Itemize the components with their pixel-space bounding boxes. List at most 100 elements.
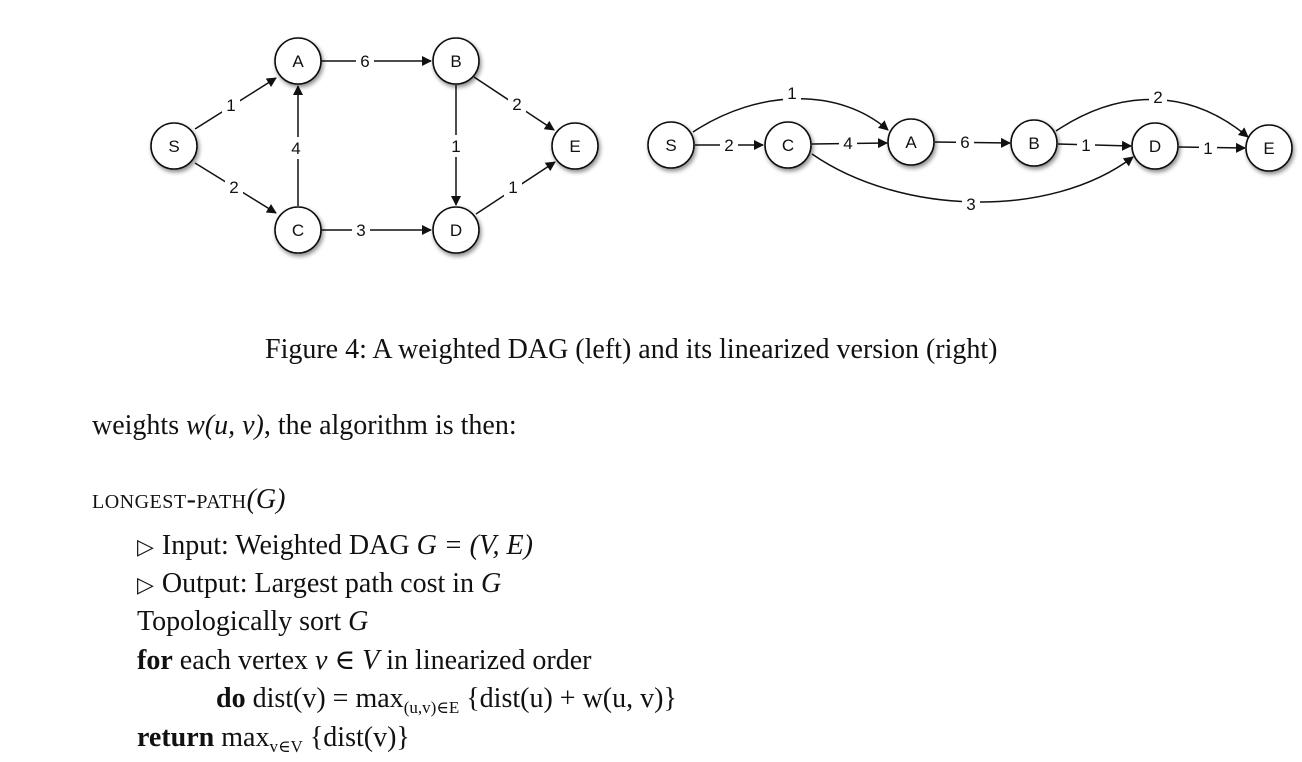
return-tail: {dist(v)} bbox=[302, 722, 410, 753]
figure-caption: Figure 4: A weighted DAG (left) and its … bbox=[265, 334, 998, 365]
edge-label-bg bbox=[1077, 134, 1095, 156]
left-edge-A-B: 6 bbox=[321, 50, 432, 72]
left-edge-B-E: 2 bbox=[473, 76, 555, 131]
node-circle bbox=[1131, 122, 1179, 170]
for-keyword: for bbox=[137, 645, 173, 676]
edge-label-bg bbox=[504, 176, 522, 198]
paragraph-math: w(u, v) bbox=[186, 410, 264, 441]
node-label: B bbox=[1028, 134, 1039, 153]
algorithm-input-line: ▷Input: Weighted DAG G = (V, E) bbox=[137, 532, 533, 560]
do-keyword: do bbox=[216, 683, 246, 714]
left-node-A: A bbox=[274, 37, 322, 85]
edge-label-bg bbox=[720, 134, 738, 156]
right-node-B: B bbox=[1010, 119, 1058, 167]
right-edge-C-A: 4 bbox=[811, 132, 888, 154]
edge-weight-label: 2 bbox=[229, 178, 238, 197]
node-label: E bbox=[569, 137, 580, 156]
node-label: C bbox=[782, 136, 794, 155]
left-node-C: C bbox=[274, 206, 322, 254]
edge-weight-label: 1 bbox=[1203, 139, 1212, 158]
node-circle bbox=[647, 121, 695, 169]
algorithm-header: longest-path(G) bbox=[92, 486, 285, 514]
node-circle bbox=[274, 206, 322, 254]
edge-weight-label: 3 bbox=[356, 221, 365, 240]
do-text: dist(v) = max bbox=[245, 683, 404, 714]
for-text: each vertex bbox=[172, 645, 316, 676]
left-edge-S-A: 1 bbox=[194, 77, 277, 130]
right-node-E: E bbox=[1245, 124, 1293, 172]
paragraph-pre: weights bbox=[92, 410, 187, 441]
edge-label-bg bbox=[1199, 137, 1217, 159]
sort-math: G bbox=[348, 606, 369, 637]
edge-label-bg bbox=[447, 135, 465, 157]
node-circle bbox=[887, 118, 935, 166]
node-label: E bbox=[1263, 139, 1274, 158]
node-label: A bbox=[292, 52, 304, 71]
node-label: D bbox=[450, 221, 462, 240]
node-label: S bbox=[168, 137, 179, 156]
sort-label: Topologically sort bbox=[137, 606, 349, 637]
for-math: v ∈ V bbox=[315, 645, 380, 676]
algorithm-name: longest-path bbox=[92, 484, 247, 515]
node-circle bbox=[432, 37, 480, 85]
do-subscript: (u,v)∈E bbox=[403, 698, 460, 717]
node-circle bbox=[764, 121, 812, 169]
node-circle bbox=[1245, 124, 1293, 172]
algorithm-arg: (G) bbox=[246, 484, 286, 515]
left-edge-B-D: 1 bbox=[447, 85, 465, 206]
edge-label-bg bbox=[508, 93, 526, 115]
edge-weight-label: 1 bbox=[508, 178, 517, 197]
node-circle bbox=[150, 122, 198, 170]
node-circle bbox=[1010, 119, 1058, 167]
right-node-C: C bbox=[764, 121, 812, 169]
edge-weight-label: 2 bbox=[512, 95, 521, 114]
edge-label-bg bbox=[839, 132, 857, 154]
left-node-B: B bbox=[432, 37, 480, 85]
input-math: G = (V, E) bbox=[416, 530, 533, 561]
right-edge-D-E: 1 bbox=[1178, 137, 1246, 159]
right-node-A: A bbox=[887, 118, 935, 166]
left-edge-C-D: 3 bbox=[321, 219, 432, 241]
right-edge-A-B: 6 bbox=[934, 131, 1011, 153]
node-circle bbox=[274, 37, 322, 85]
edge-weight-label: 1 bbox=[226, 96, 235, 115]
for-tail: in linearized order bbox=[379, 645, 592, 676]
input-label: Input: Weighted DAG bbox=[161, 530, 417, 561]
algorithm-output-line: ▷Output: Largest path cost in G bbox=[137, 570, 501, 598]
edge-label-bg bbox=[962, 193, 980, 215]
edge-weight-label: 1 bbox=[787, 84, 796, 103]
return-text: max bbox=[214, 722, 270, 753]
left-node-E: E bbox=[551, 122, 599, 170]
algorithm-sort-line: Topologically sort G bbox=[137, 608, 368, 636]
node-circle bbox=[551, 122, 599, 170]
left-edge-S-C: 2 bbox=[194, 162, 277, 214]
left-edge-C-A: 4 bbox=[287, 85, 305, 206]
node-label: A bbox=[905, 133, 917, 152]
node-label: S bbox=[665, 136, 676, 155]
node-circle bbox=[432, 206, 480, 254]
right-edge-C-D: 3 bbox=[811, 153, 1134, 215]
right-edge-S-C: 2 bbox=[695, 134, 764, 156]
right-edge-S-A: 1 bbox=[692, 82, 889, 133]
output-label: Output: Largest path cost in bbox=[161, 568, 482, 599]
edge-label-bg bbox=[1149, 86, 1167, 108]
output-math: G bbox=[481, 568, 502, 599]
algorithm-do-line: do dist(v) = max(u,v)∈E {dist(u) + w(u, … bbox=[216, 683, 677, 717]
left-node-D: D bbox=[432, 206, 480, 254]
edge-weight-label: 2 bbox=[1153, 88, 1162, 107]
left-edge-D-E: 1 bbox=[475, 161, 556, 215]
do-tail: {dist(u) + w(u, v)} bbox=[459, 683, 677, 714]
edge-weight-label: 3 bbox=[966, 195, 975, 214]
right-edge-B-E: 2 bbox=[1055, 86, 1249, 138]
edge-label-bg bbox=[956, 131, 974, 153]
algorithm-return-line: return maxv∈V {dist(v)} bbox=[137, 722, 410, 756]
right-node-D: D bbox=[1131, 122, 1179, 170]
edge-weight-label: 2 bbox=[724, 136, 733, 155]
edge-weight-label: 6 bbox=[360, 52, 369, 71]
edge-weight-label: 6 bbox=[960, 133, 969, 152]
edge-label-bg bbox=[287, 137, 305, 159]
edge-weight-label: 1 bbox=[451, 137, 460, 156]
